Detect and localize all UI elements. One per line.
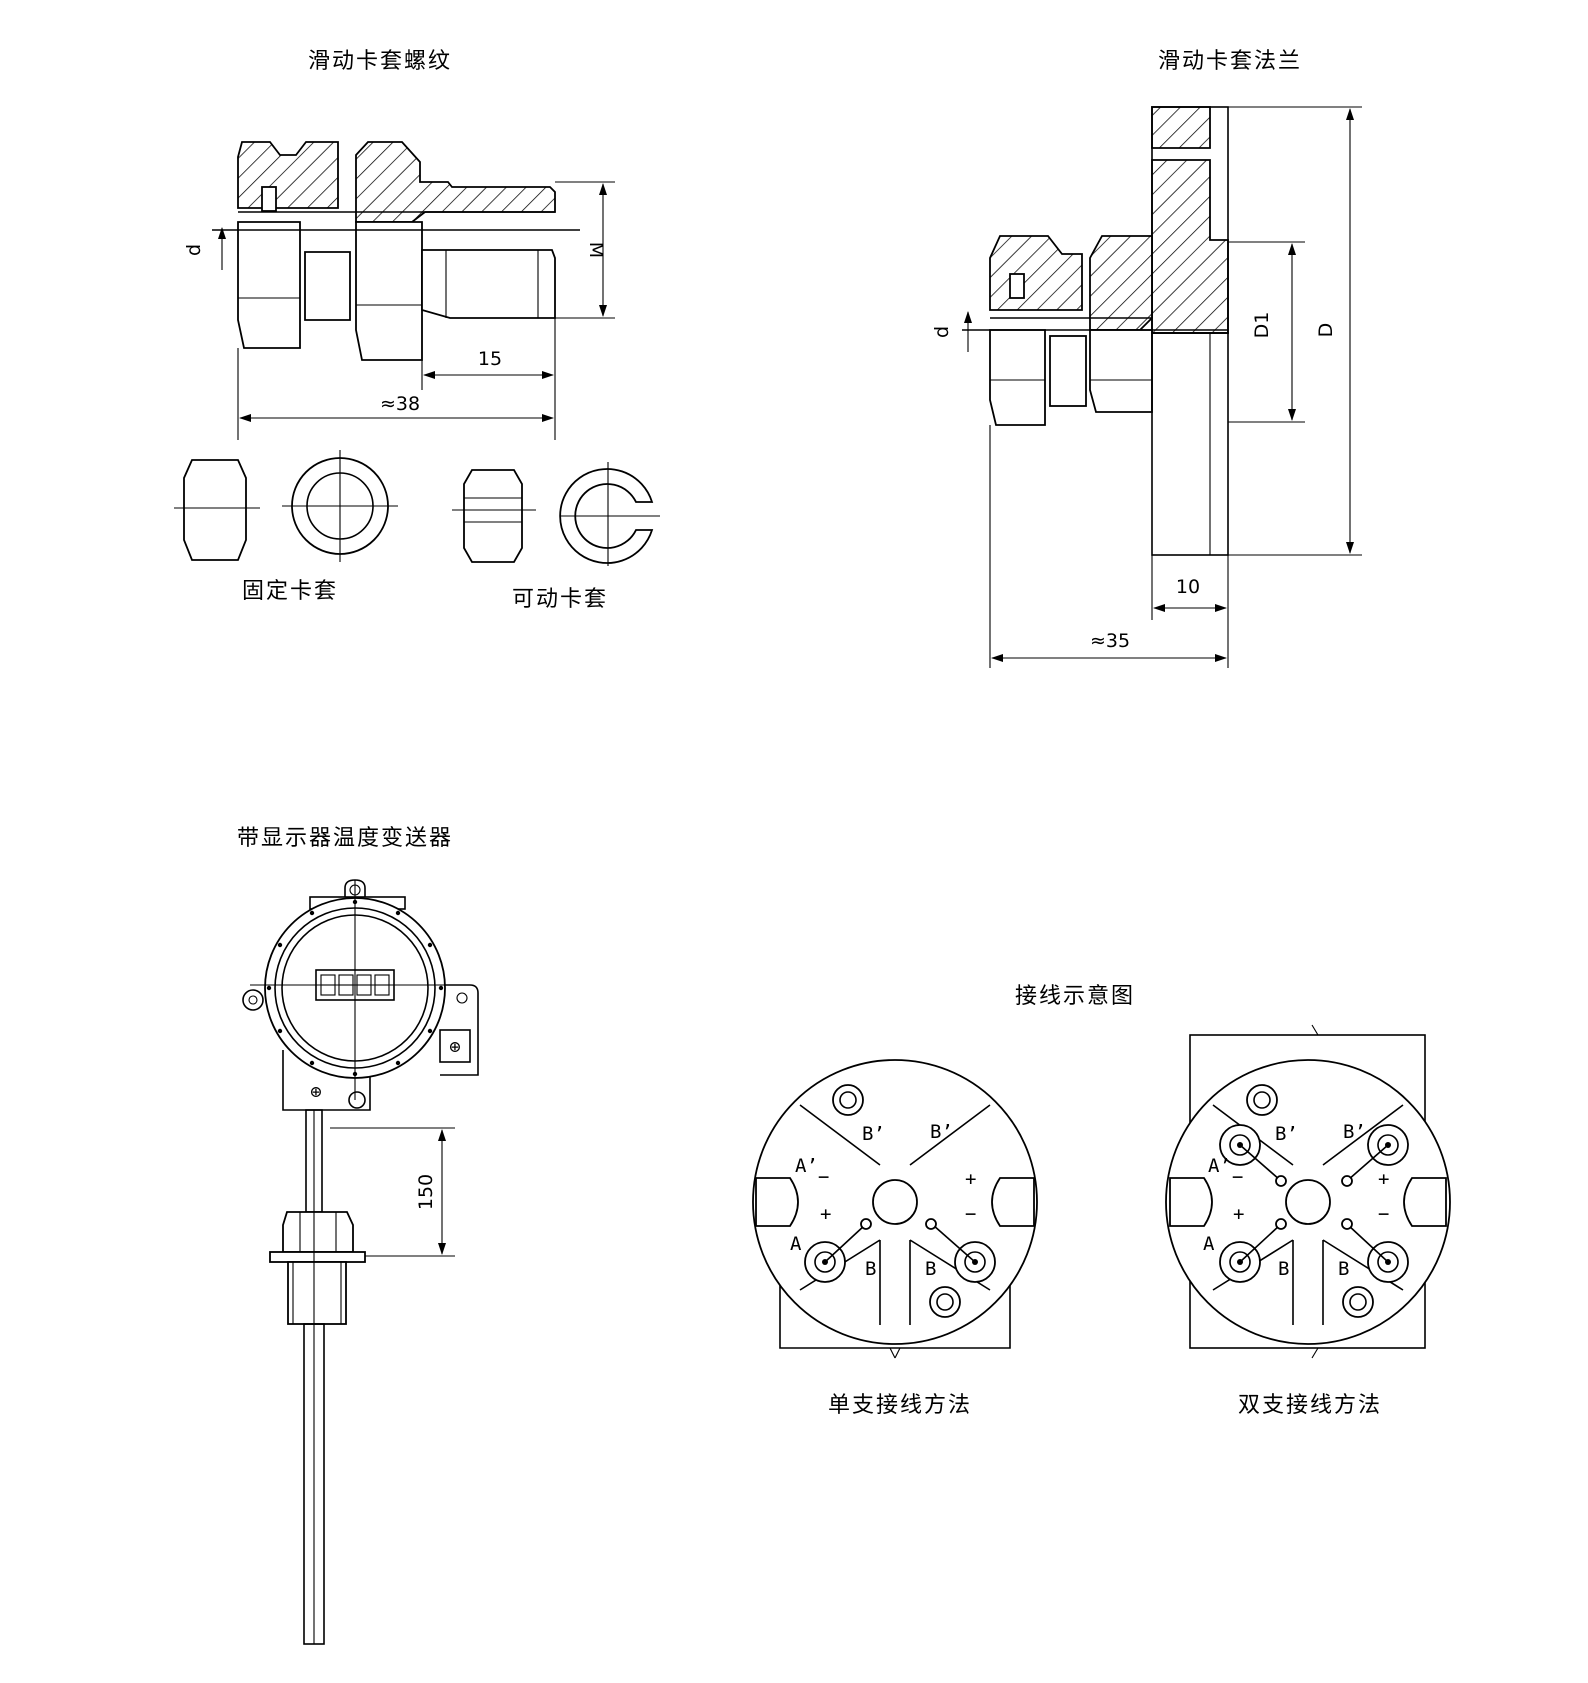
label-plus-1: + <box>820 1203 831 1225</box>
label-b-prime-d1: B’ <box>1275 1123 1298 1145</box>
dim-15-thread: 15 <box>478 348 502 370</box>
flange-nut-section <box>989 235 1083 311</box>
drawing-title-transmitter: 带显示器温度变送器 <box>237 826 453 851</box>
flange-plate-lower <box>1151 332 1229 556</box>
thread-stem-lower <box>421 249 556 319</box>
drawing-title-flange: 滑动卡套法兰 <box>1158 49 1302 74</box>
housing-bolt-ring <box>266 899 444 1077</box>
transmitter-thread-boss <box>287 1261 347 1325</box>
label-plus-d1: + <box>1233 1203 1244 1225</box>
double-wiring-block: A’ B’ B’ − + + − A B B <box>1165 1024 1451 1359</box>
wiring-title: 接线示意图 <box>1015 984 1135 1009</box>
label-plus-d2: + <box>1378 1168 1389 1190</box>
single-wiring-block: A’ B’ B’ − + + − A B B <box>752 1059 1038 1359</box>
thread-body-section <box>355 141 556 223</box>
thread-hex-body-lower <box>355 221 423 361</box>
fixed-ferrule-label: 固定卡套 <box>242 579 338 604</box>
thread-nut-section <box>237 141 339 209</box>
label-b-d1: B <box>1278 1258 1289 1280</box>
sliding-ferrule-flange-drawing: 滑动卡套法兰 d D1 D 10 <box>931 49 1362 668</box>
label-minus-d2: − <box>1378 1203 1389 1225</box>
label-b-prime-1: B’ <box>862 1123 885 1145</box>
double-center-hole <box>1285 1179 1331 1225</box>
dim-d-thread: d <box>183 244 205 256</box>
label-a-prime-d: A’ <box>1208 1155 1231 1177</box>
wiring-diagrams: 接线示意图 A’ B’ <box>752 984 1451 1418</box>
flange-plate-section <box>1151 106 1211 149</box>
label-minus-1: − <box>818 1166 829 1188</box>
label-a: A <box>790 1233 802 1255</box>
drawing-title-thread: 滑动卡套螺纹 <box>308 49 452 74</box>
flange-pin <box>1009 273 1025 299</box>
dim-38-thread: ≈38 <box>380 393 420 415</box>
flange-plate-section-2 <box>1151 159 1229 334</box>
single-wiring-label: 单支接线方法 <box>828 1393 972 1418</box>
fixed-ferrule-side <box>183 459 247 561</box>
flange-nut-lower <box>989 329 1046 426</box>
svg-text:⊕: ⊕ <box>449 1036 460 1058</box>
thread-nut-lower <box>237 221 301 349</box>
dim-35-flange: ≈35 <box>1090 630 1130 652</box>
label-a-d: A <box>1203 1233 1215 1255</box>
label-a-prime: A’ <box>795 1155 818 1177</box>
label-plus-2: + <box>965 1168 976 1190</box>
single-center-hole <box>872 1179 918 1225</box>
movable-ferrule-side <box>463 469 523 563</box>
label-minus-2: − <box>965 1203 976 1225</box>
thread-pin <box>261 186 277 212</box>
sliding-ferrule-thread-drawing: 滑动卡套螺纹 d M 15 ≈38 <box>183 49 615 440</box>
dim-m-thread: M <box>585 242 607 258</box>
label-b-prime-2: B’ <box>930 1121 953 1143</box>
label-b-1: B <box>865 1258 876 1280</box>
flange-hub-section <box>1089 235 1153 331</box>
dim-150-transmitter: 150 <box>415 1174 437 1210</box>
dim-10-flange: 10 <box>1176 576 1200 598</box>
thread-gap-block <box>304 251 351 321</box>
svg-text:⊕: ⊕ <box>310 1081 321 1103</box>
dim-D-flange: D <box>1315 323 1337 338</box>
dim-d-flange: d <box>931 326 953 338</box>
ferrule-views: 固定卡套 可动卡套 <box>174 450 660 612</box>
transmitter-washer <box>269 1251 366 1263</box>
label-minus-d1: − <box>1232 1166 1243 1188</box>
double-wiring-label: 双支接线方法 <box>1238 1393 1382 1418</box>
label-b-prime-d2: B’ <box>1343 1121 1366 1143</box>
transmitter-drawing: 带显示器温度变送器 ⊕ ⊕ <box>237 826 479 1645</box>
label-b-d2: B <box>1338 1258 1349 1280</box>
movable-ferrule-front <box>559 468 654 564</box>
dim-D1-flange: D1 <box>1251 312 1273 339</box>
movable-ferrule-label: 可动卡套 <box>512 587 608 612</box>
label-b-2: B <box>925 1258 936 1280</box>
flange-gap-block <box>1049 335 1087 407</box>
transmitter-hex-fitting <box>282 1211 354 1253</box>
flange-hub-lower <box>1089 329 1153 413</box>
